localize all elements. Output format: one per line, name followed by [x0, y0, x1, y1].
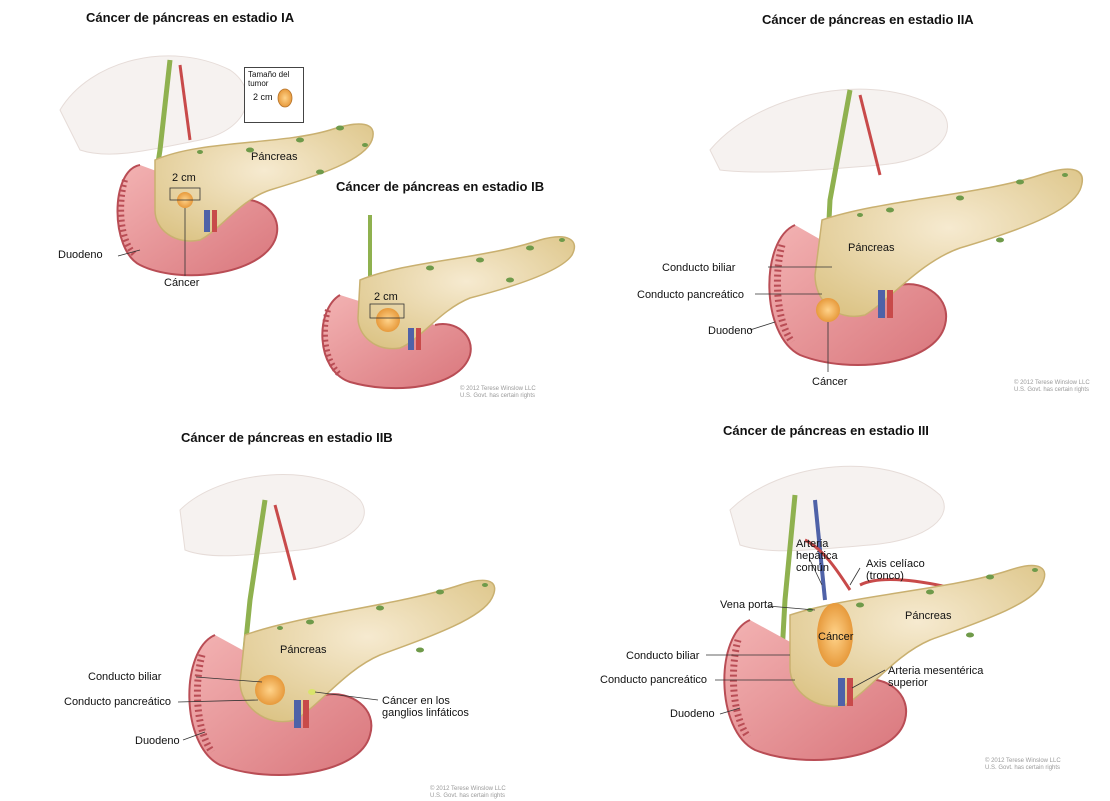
- label-cancer: Cáncer: [818, 631, 853, 643]
- label-conducto-pancreatico: Conducto pancreático: [64, 696, 171, 708]
- label-conducto-biliar: Conducto biliar: [662, 262, 735, 274]
- stage-ib-illustration: [300, 170, 600, 410]
- label-duodeno: Duodeno: [708, 325, 753, 337]
- label-conducto-biliar: Conducto biliar: [88, 671, 161, 683]
- panel-stage-iii: Cáncer de páncreas en estadio III Arteri…: [560, 400, 1110, 801]
- label-axis-celiaco: Axis celíaco (tronco): [866, 558, 936, 582]
- label-conducto-pancreatico: Conducto pancreático: [637, 289, 744, 301]
- label-arteria-hepatica: Arteria hepática común: [796, 538, 866, 574]
- label-conducto-pancreatico: Conducto pancreático: [600, 674, 707, 686]
- label-cancer: Cáncer: [164, 277, 199, 289]
- label-size: 2 cm: [374, 291, 398, 303]
- tumor-size-legend: Tamaño del tumor 2 cm: [244, 67, 304, 123]
- stage-iib-illustration: [0, 400, 560, 801]
- label-duodeno: Duodeno: [135, 735, 180, 747]
- label-arteria-mesenterica: Arteria mesentérica superior: [888, 665, 998, 689]
- panel-stage-ib: Cáncer de páncreas en estadio IB 2 cm © …: [300, 170, 600, 410]
- label-conducto-biliar: Conducto biliar: [626, 650, 699, 662]
- panel-stage-iia: Cáncer de páncreas en estadio IIA Páncre…: [560, 0, 1110, 400]
- label-pancreas: Páncreas: [280, 644, 326, 656]
- stage-iii-illustration: [560, 400, 1110, 801]
- panel-stage-iib: Cáncer de páncreas en estadio IIB Páncre…: [0, 400, 560, 801]
- label-pancreas: Páncreas: [848, 242, 894, 254]
- label-vena-porta: Vena porta: [720, 599, 773, 611]
- label-pancreas: Páncreas: [251, 151, 297, 163]
- label-duodeno: Duodeno: [670, 708, 715, 720]
- label-cancer: Cáncer: [812, 376, 847, 388]
- label-pancreas: Páncreas: [905, 610, 951, 622]
- label-duodeno: Duodeno: [58, 249, 103, 261]
- label-size: 2 cm: [172, 172, 196, 184]
- label-ganglios: Cáncer en los ganglios linfáticos: [382, 695, 482, 719]
- stage-iia-illustration: [560, 0, 1110, 400]
